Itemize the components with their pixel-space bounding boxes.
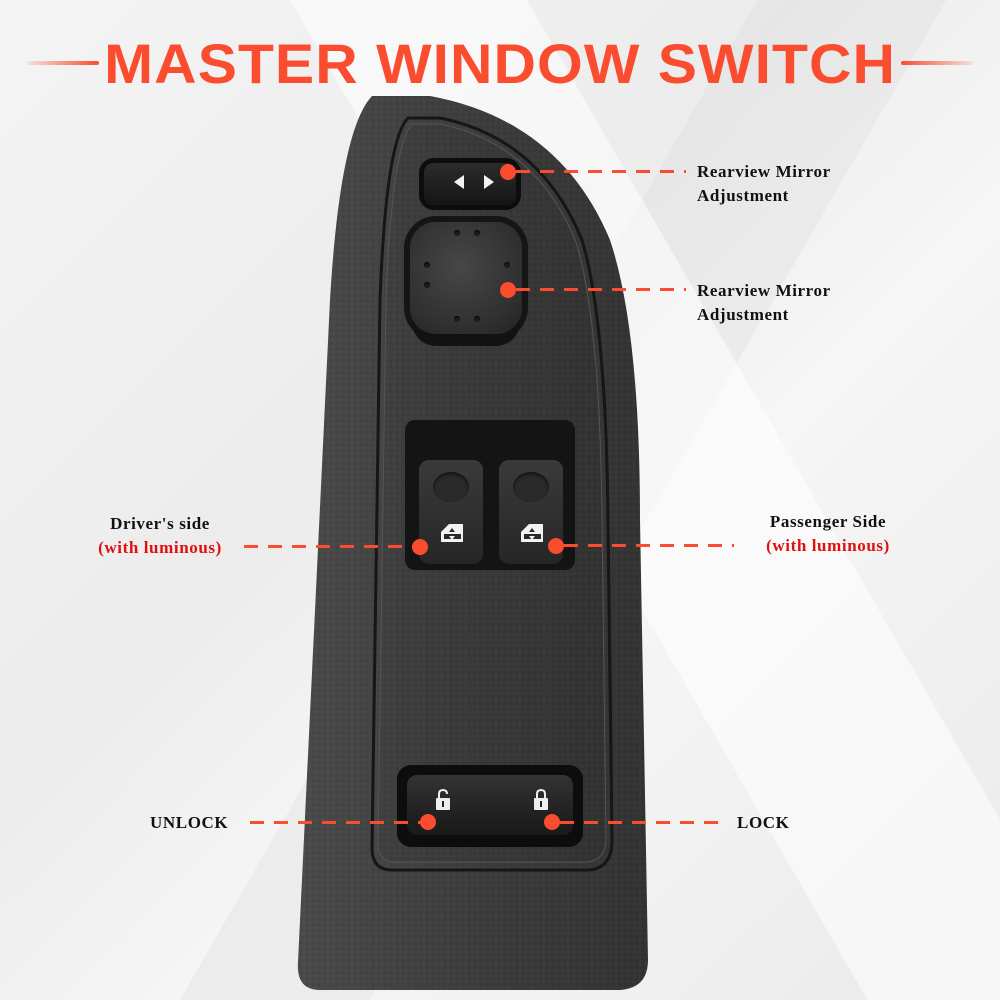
door-lock-well	[397, 765, 583, 847]
window-glyph-icon	[521, 524, 543, 542]
callout-line	[250, 821, 422, 824]
callout-label-passenger: Passenger Side (with luminous)	[740, 510, 916, 558]
pad-dot	[504, 262, 510, 268]
callout-line	[244, 545, 414, 548]
window-glyph-icon	[441, 524, 463, 542]
pad-dot	[454, 230, 460, 236]
padlock-closed-icon[interactable]	[533, 789, 549, 811]
label-line: Rearview Mirror	[697, 162, 831, 181]
callout-line	[516, 170, 686, 173]
right-arrow-icon	[484, 175, 494, 189]
title-banner: MASTER WINDOW SWITCH	[0, 28, 1000, 98]
pad-dot	[474, 316, 480, 322]
mirror-adjust-pad[interactable]	[410, 222, 522, 334]
pad-dot	[424, 262, 430, 268]
label-line: Adjustment	[697, 186, 789, 205]
padlock-open-icon[interactable]	[435, 789, 451, 811]
pad-dot	[424, 282, 430, 288]
left-arrow-icon	[454, 175, 464, 189]
callout-dot	[412, 539, 428, 555]
label-line: Driver's side	[110, 514, 210, 533]
callout-dot	[548, 538, 564, 554]
callout-line	[516, 288, 686, 291]
label-highlight: (with luminous)	[98, 538, 222, 557]
callout-dot	[500, 164, 516, 180]
callout-dot	[420, 814, 436, 830]
title-rule-right	[901, 61, 974, 65]
title-rule-left	[26, 61, 99, 65]
switch-finger-recess	[513, 472, 549, 502]
page-title: MASTER WINDOW SWITCH	[104, 31, 896, 95]
callout-label-mirror-select: Rearview Mirror Adjustment	[697, 160, 831, 208]
callout-label-unlock: UNLOCK	[150, 811, 228, 835]
pad-dot	[474, 230, 480, 236]
callout-dot	[500, 282, 516, 298]
driver-window-switch[interactable]	[419, 460, 483, 564]
callout-line	[564, 544, 734, 547]
label-line: Passenger Side	[769, 512, 887, 531]
label-line: LOCK	[737, 813, 790, 832]
callout-dot	[544, 814, 560, 830]
callout-label-driver: Driver's side (with luminous)	[78, 512, 242, 560]
callout-label-mirror-pad: Rearview Mirror Adjustment	[697, 279, 831, 327]
switch-finger-recess	[433, 472, 469, 502]
callout-label-lock: LOCK	[737, 811, 789, 835]
label-line: Rearview Mirror	[697, 281, 831, 300]
label-line: Adjustment	[697, 305, 789, 324]
label-highlight: (with luminous)	[766, 536, 890, 555]
label-line: UNLOCK	[150, 813, 229, 832]
callout-line	[560, 821, 728, 824]
pad-dot	[454, 316, 460, 322]
